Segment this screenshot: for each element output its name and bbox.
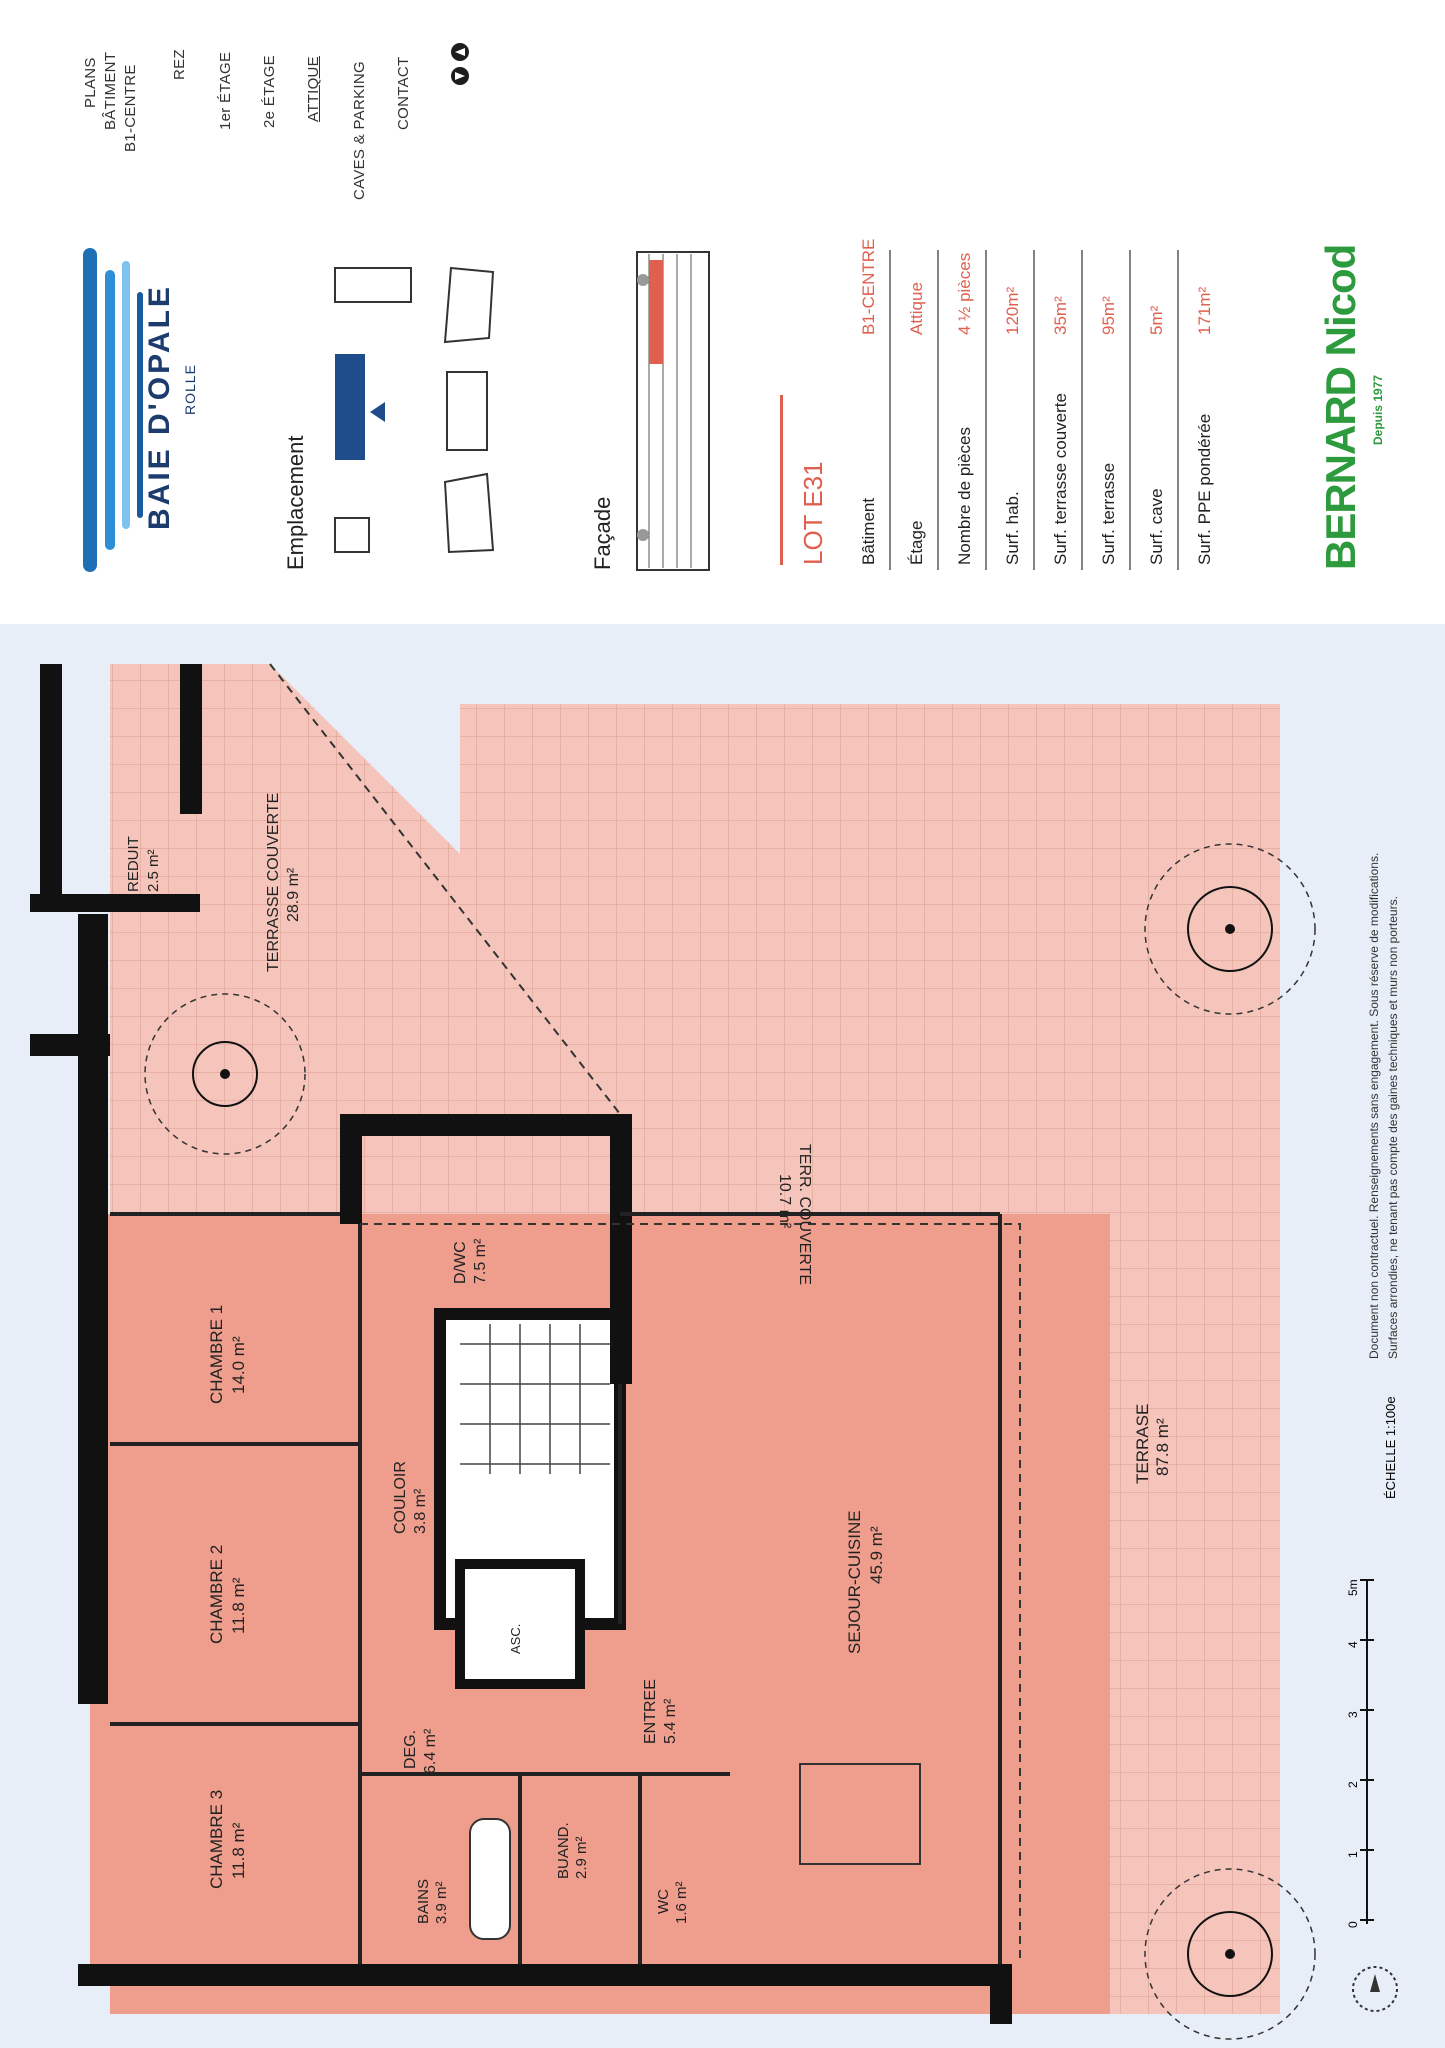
- room-dwc-area: 7.5 m²: [472, 1238, 489, 1284]
- scale-tick-3: 3: [1346, 1711, 1360, 1718]
- disclaimer-line-2: Surfaces arrondies, ne tenant pas compte…: [1386, 896, 1400, 1359]
- room-wc-area: 1.6 m²: [673, 1881, 690, 1924]
- floor-plan-drawing: REDUIT 2.5 m² TERRASSE COUVERTE 28.9 m² …: [30, 663, 1400, 2040]
- room-deg-area: 6.4 m²: [422, 1728, 439, 1774]
- scale-label: ÉCHELLE 1:100e: [1383, 1396, 1398, 1499]
- tree-icon: [144, 993, 306, 1155]
- room-reduit-area: 2.5 m²: [145, 849, 162, 892]
- lot-title: LOT E31: [798, 461, 828, 565]
- scale-tick-4: 4: [1346, 1641, 1360, 1648]
- bathtub: [469, 1818, 511, 1940]
- room-buand: BUAND.: [555, 1822, 572, 1879]
- room-wc: WC: [655, 1889, 672, 1914]
- room-buand-area: 2.9 m²: [573, 1836, 590, 1879]
- floor-plan: REDUIT 2.5 m² TERRASSE COUVERTE 28.9 m² …: [0, 624, 1445, 2048]
- developer-logo: BERNARD Nicod: [1317, 244, 1364, 570]
- scale-tick-0: 0: [1346, 1921, 1360, 1928]
- nav-1er-etage[interactable]: 1er ÉTAGE: [217, 51, 234, 130]
- facade-highlight: [649, 260, 663, 364]
- room-terr-couverte-area: 10.7 m²: [776, 1174, 793, 1229]
- kitchen-island: [799, 1763, 921, 1865]
- brand-name: BAIE D'OPALE: [143, 284, 176, 530]
- room-entree-area: 5.4 m²: [662, 1698, 679, 1744]
- lot-rule: [780, 395, 783, 565]
- room-sejour-cuisine-area: 45.9 m²: [867, 1526, 886, 1584]
- emplacement-map: [334, 266, 495, 554]
- elevator: [455, 1559, 585, 1689]
- info-panel: PLANS BÂTIMENT B1-CENTRE REZ 1er ÉTAGE 2…: [0, 0, 1445, 625]
- nav-contact[interactable]: CONTACT: [395, 56, 412, 130]
- nav-rez[interactable]: REZ: [171, 49, 188, 80]
- room-chambre-1-area: 14.0 m²: [229, 1336, 248, 1394]
- room-bains-area: 3.9 m²: [433, 1881, 450, 1924]
- nav-caves-parking[interactable]: CAVES & PARKING: [351, 61, 368, 200]
- room-terrase-area: 87.8 m²: [1153, 1418, 1172, 1476]
- nav-attique[interactable]: ATTIQUE: [305, 56, 322, 122]
- facade-label: Façade: [590, 496, 615, 570]
- lot-table-rules: [889, 250, 1179, 570]
- room-terrasse-couverte-area: 28.9 m²: [285, 867, 302, 922]
- scale-tick-2: 2: [1346, 1781, 1360, 1788]
- room-chambre-1: CHAMBRE 1: [207, 1305, 226, 1404]
- room-chambre-3: CHAMBRE 3: [207, 1790, 226, 1889]
- room-sejour-cuisine: SEJOUR-CUISINE: [845, 1510, 864, 1654]
- developer-since: Depuis 1977: [1371, 374, 1385, 445]
- scale-tick-1: 1: [1346, 1851, 1360, 1858]
- room-chambre-3-area: 11.8 m²: [229, 1822, 248, 1879]
- room-bains: BAINS: [415, 1879, 432, 1924]
- room-dwc: D/WC: [452, 1241, 469, 1284]
- nav-batiment-id: B1-CENTRE: [122, 64, 139, 152]
- emplacement-label: Emplacement: [283, 435, 308, 570]
- nav-arrows-icon[interactable]: [440, 38, 480, 94]
- room-couloir: COULOIR: [392, 1461, 409, 1534]
- emplacement-current-building: [335, 354, 365, 460]
- room-terrase: TERRASE: [1133, 1404, 1152, 1484]
- room-terr-couverte: TERR. COUVERTE: [796, 1144, 813, 1285]
- disclaimer-line-1: Document non contractuel. Renseignements…: [1367, 853, 1381, 1359]
- nav-batiment: BÂTIMENT: [102, 51, 119, 130]
- room-asc: ASC.: [508, 1624, 523, 1654]
- room-entree: ENTREE: [642, 1679, 659, 1744]
- facade-diagram: [636, 251, 710, 571]
- nav-2e-etage[interactable]: 2e ÉTAGE: [261, 55, 278, 128]
- brand-logo-waves-icon: [83, 248, 143, 572]
- room-couloir-area: 3.8 m²: [412, 1488, 429, 1534]
- nav-plans[interactable]: PLANS: [82, 57, 99, 108]
- room-chambre-2: CHAMBRE 2: [207, 1545, 226, 1644]
- room-deg: DEG.: [402, 1730, 419, 1769]
- room-chambre-2-area: 11.8 m²: [229, 1577, 248, 1634]
- tree-icon: [1144, 843, 1316, 1015]
- room-reduit: REDUIT: [125, 836, 142, 892]
- tree-icon: [1144, 1868, 1316, 2040]
- north-compass-icon: [1352, 1966, 1398, 2012]
- scale-bar: 0 1 2 3 4 5m ÉCHELLE 1:100e: [1346, 1396, 1398, 1928]
- room-terrasse-couverte: TERRASSE COUVERTE: [265, 793, 282, 972]
- scale-tick-5: 5m: [1346, 1579, 1360, 1596]
- brand-city: ROLLE: [182, 364, 198, 415]
